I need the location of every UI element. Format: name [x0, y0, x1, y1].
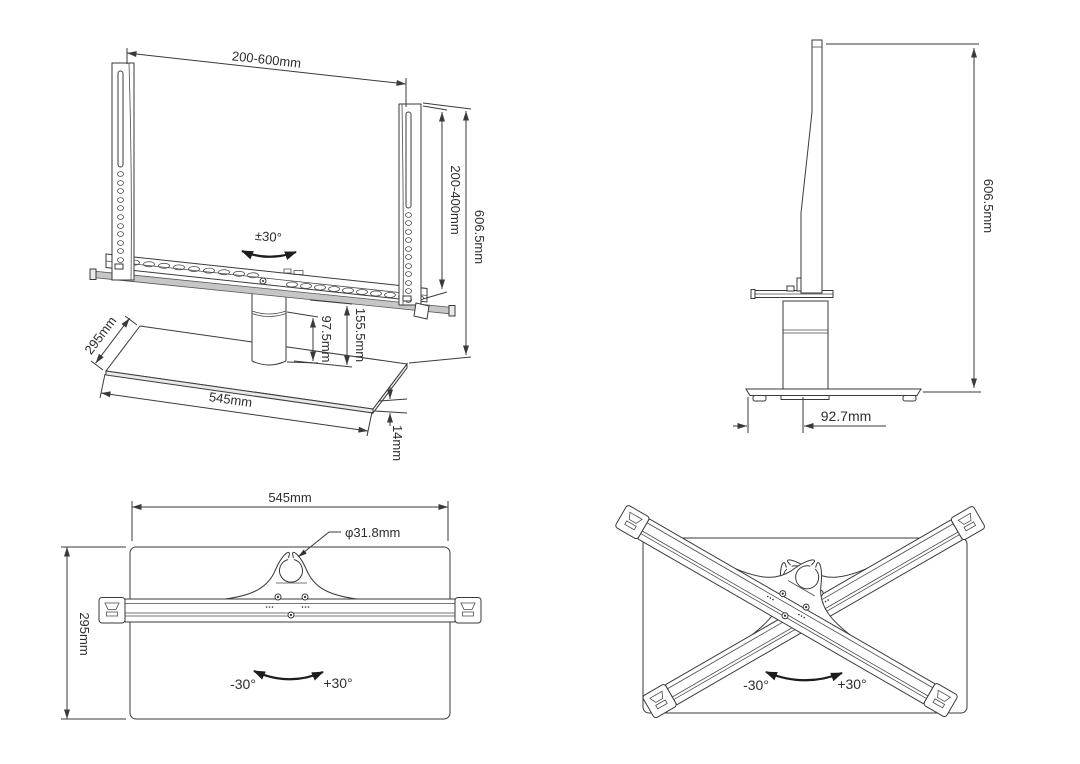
swivel-right-label: +30° [837, 676, 866, 692]
dim-base-width-top: 545mm [131, 490, 449, 541]
dim-column-upper: 97.5mm [286, 311, 334, 364]
dim-total-height-side: 606.5mm [826, 43, 996, 393]
arm-rail-front [89, 268, 456, 317]
swivel-left-label: -30° [743, 677, 769, 693]
crossbar [105, 253, 428, 303]
dim-column-height: 155.5mm [293, 299, 368, 368]
front-mount-width-label: 200-600mm [231, 48, 302, 71]
pole-diameter-callout: φ31.8mm [297, 525, 400, 558]
dim-base-depth-top: 295mm [61, 546, 126, 720]
dim-vesa-height: 200-400mm [422, 105, 463, 300]
front-base-thickness-label: 14mm [390, 425, 405, 461]
side-column [782, 300, 829, 390]
dim-column-offset: 92.7mm [733, 397, 886, 433]
side-view: 606.5mm 92.7mm [733, 39, 996, 433]
top-view: 545mm 295mm φ31.8mm -30° +30° [61, 490, 482, 720]
dim-base-thickness: 14mm [374, 386, 408, 461]
dim-total-height-front: 606.5mm [408, 102, 487, 364]
front-view: ±30° 200-600mm 200-400mm 606.5mm 155.5mm [81, 48, 487, 461]
pole-diameter-label: φ31.8mm [345, 525, 400, 540]
side-column-offset-label: 92.7mm [821, 408, 872, 424]
side-total-height-label: 606.5mm [981, 179, 996, 233]
front-base-depth-label: 295mm [81, 313, 119, 357]
top-swivel-right-label: +30° [323, 675, 352, 691]
swivel-annotation: -30° +30° [743, 670, 867, 693]
dim-mount-width: 200-600mm [126, 48, 407, 107]
front-base-width-label: 545mm [208, 389, 253, 410]
right-vesa-rail [398, 103, 430, 320]
top-swivel-annotation: -30° +30° [230, 669, 353, 692]
swivel-view: -30° +30° [614, 464, 987, 720]
left-vesa-rail [111, 62, 135, 281]
support-column [251, 292, 287, 366]
tilt-annotation: ±30° [241, 228, 297, 260]
front-vesa-height-label: 200-400mm [448, 165, 463, 234]
front-column-upper-label: 97.5mm [319, 316, 334, 363]
side-base-plate [745, 388, 922, 402]
side-bracket-blade [800, 39, 823, 294]
top-base-depth-label: 295mm [77, 612, 92, 655]
top-base-outline [129, 546, 451, 720]
top-base-width-label: 545mm [268, 490, 311, 505]
front-column-height-label: 155.5mm [353, 308, 368, 362]
top-swivel-left-label: -30° [230, 676, 256, 692]
front-swivel-range-label: ±30° [254, 228, 282, 245]
dim-base-width-front: 545mm [99, 373, 373, 437]
front-total-height-label: 606.5mm [472, 210, 487, 264]
